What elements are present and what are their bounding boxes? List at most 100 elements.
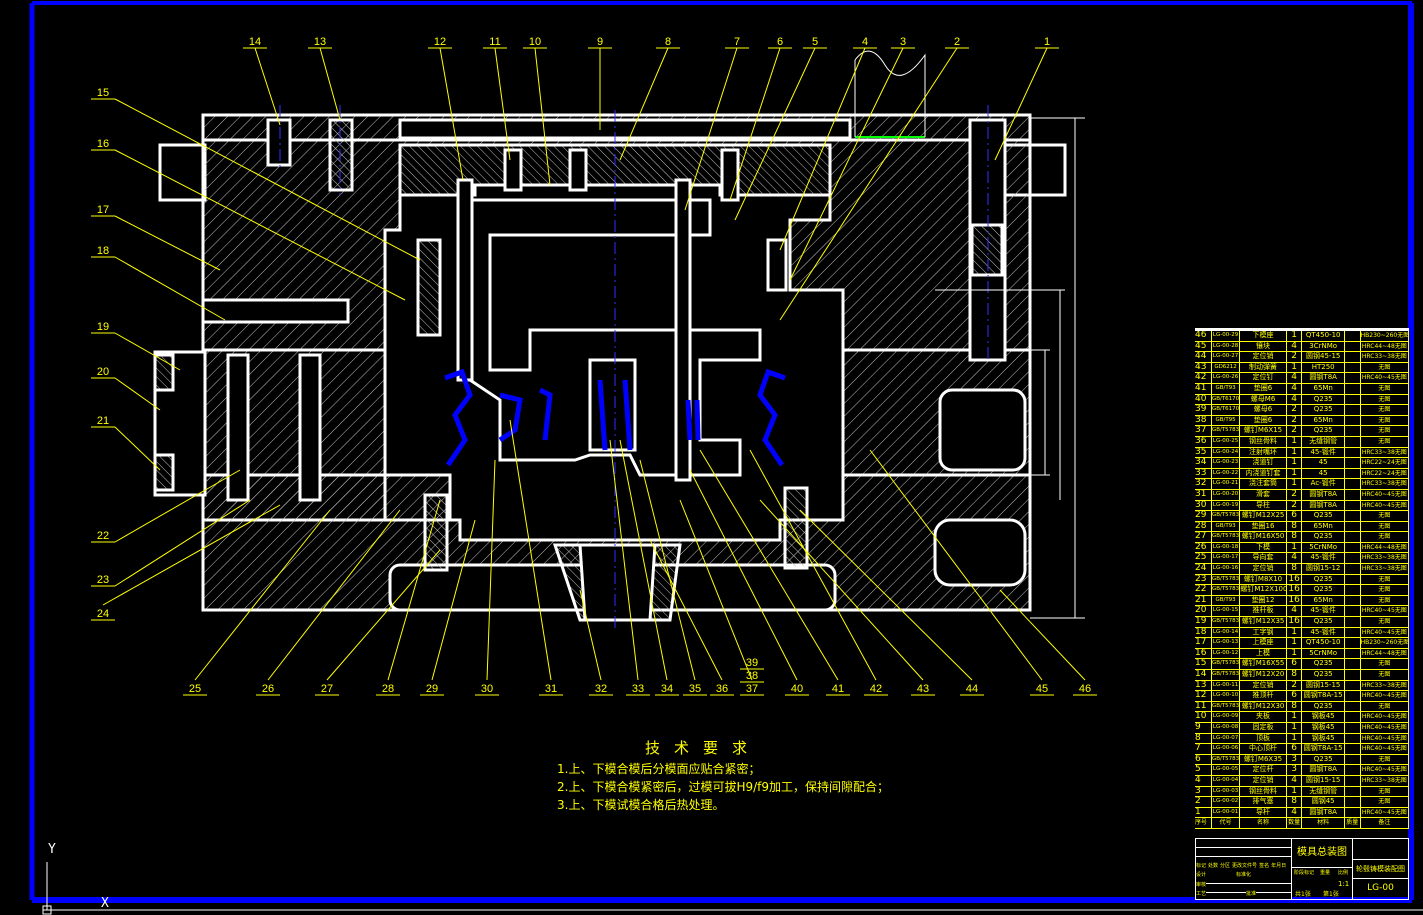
bom-cell-code: LG-00-21 [1212,479,1241,489]
label-standard: 标准化 [1236,872,1252,878]
bom-cell-material: 圆钢T8A [1302,500,1345,511]
revision-header: 标记 处数 分区 更改文件号 签名 年月日 [1196,863,1291,870]
callout-leader [114,98,421,261]
bom-cell-note: HRC40~45无图 [1361,733,1409,744]
bom-cell-material: Q235 [1302,670,1345,680]
bom-cell-note: 无图 [1361,362,1409,373]
bom-cell-material: Q235 [1302,574,1345,585]
bom-cell-code: LG-00-06 [1212,744,1241,754]
bom-cell-note: HRC33~38无图 [1361,564,1409,574]
bom-cell-code: GB/T5783 [1212,670,1241,680]
bom-cell-mass [1345,797,1361,807]
bom-cell-material: Q235 [1302,426,1345,436]
bom-cell-name: 定位销 [1240,775,1287,786]
bom-header-no: 序号 [1195,818,1212,828]
bom-cell-qty: 1 [1287,458,1303,468]
bom-cell-material: 45 [1302,468,1345,479]
bom-cell-no: 43 [1195,362,1212,373]
callout-leader [114,256,226,321]
label-process: 工艺 [1196,891,1207,898]
bom-header-qty: 数量 [1287,818,1303,828]
bom-cell-material: Q235 [1302,617,1345,627]
bom-cell-no: 31 [1195,489,1212,500]
bom-cell-code: GB/T6170 [1212,405,1241,415]
callout-label: 44 [966,683,978,695]
callout-leader [689,469,798,681]
bom-cell-qty: 2 [1287,352,1303,362]
bom-cell-code: LG-00-01 [1212,807,1241,818]
callout-leader [649,539,723,681]
bom-header-code: 代号 [1212,818,1241,828]
design-row: 设计 标准化 [1196,872,1291,879]
bom-cell-material: 5CrNMo [1302,648,1345,659]
bom-header-material: 材料 [1302,818,1345,828]
bom-cell-code: LG-00-08 [1212,722,1241,733]
bom-cell-no: 37 [1195,426,1212,436]
bom-cell-material: 圆钢T8A [1302,373,1345,383]
bom-cell-no: 5 [1195,765,1212,775]
bom-cell-name: 螺钉M12X25 [1240,511,1287,521]
bom-cell-qty: 8 [1287,564,1303,574]
bom-cell-mass [1345,574,1361,585]
bom-cell-no: 28 [1195,521,1212,532]
bom-cell-note: 无图 [1361,521,1409,532]
bom-cell-note: HB230~260无图 [1360,638,1409,648]
bom-cell-code: LG-00-11 [1212,680,1241,691]
bom-cell-note: HRC40~45无图 [1361,606,1409,617]
bom-cell-mass [1345,722,1361,733]
bom-cell-no: 35 [1195,447,1212,458]
bom-cell-code: LG-00-18 [1212,542,1241,553]
bom-cell-mass [1345,447,1361,458]
bom-cell-name: 垫圈16 [1240,521,1287,532]
bom-cell-name: 螺钉M6X35 [1240,754,1287,765]
callout-label: 17 [97,204,109,216]
bom-cell-mass [1345,479,1361,489]
bom-cell-mass [1345,744,1361,754]
bom-cell-mass [1345,436,1361,447]
bom-cell-no: 39 [1195,405,1212,415]
bom-cell-qty: 4 [1287,775,1303,786]
callout-label: 31 [545,683,557,695]
y-axis-label: Y [48,842,56,857]
bom-cell-qty: 1 [1287,542,1303,553]
bom-cell-note: 无图 [1361,415,1409,426]
label-approve: 批准 [1246,891,1257,898]
bom-cell-qty: 1 [1287,479,1303,489]
bom-cell-material: 圆钢15-12 [1302,564,1345,574]
bom-cell-code: LG-00-20 [1212,489,1241,500]
bom-cell-note: 无图 [1361,532,1409,542]
callout-label: 32 [595,683,607,695]
bom-cell-note: 无图 [1361,574,1409,585]
bom-cell-mass [1345,617,1361,627]
bom-cell-note: 无图 [1361,585,1409,595]
callout-leader [734,47,816,221]
callout-label: 26 [262,683,274,695]
bom-cell-qty: 1 [1287,722,1303,733]
x-axis-label: X [101,896,109,911]
bom-cell-name: 螺钉M12X35 [1240,617,1287,627]
bom-cell-mass [1345,775,1361,786]
bom-cell-mass [1345,331,1361,341]
bom-cell-code: LG-00-13 [1212,638,1241,648]
bom-cell-no: 36 [1195,436,1212,447]
bom-cell-code: LG-00-19 [1212,500,1241,511]
label-count: 处数 [1208,863,1219,869]
bom-cell-code: GB/T5783 [1212,574,1241,585]
callout-leader [999,589,1086,681]
bom-cell-code: LG-00-15 [1212,606,1241,617]
bom-cell-note: HRC33~38无图 [1361,775,1409,786]
bom-cell-code: LG-00-25 [1212,436,1241,447]
callout-leader [779,47,958,321]
bom-cell-qty: 8 [1287,797,1303,807]
bom-cell-qty: 3 [1287,754,1303,765]
callout-leader [319,47,341,121]
